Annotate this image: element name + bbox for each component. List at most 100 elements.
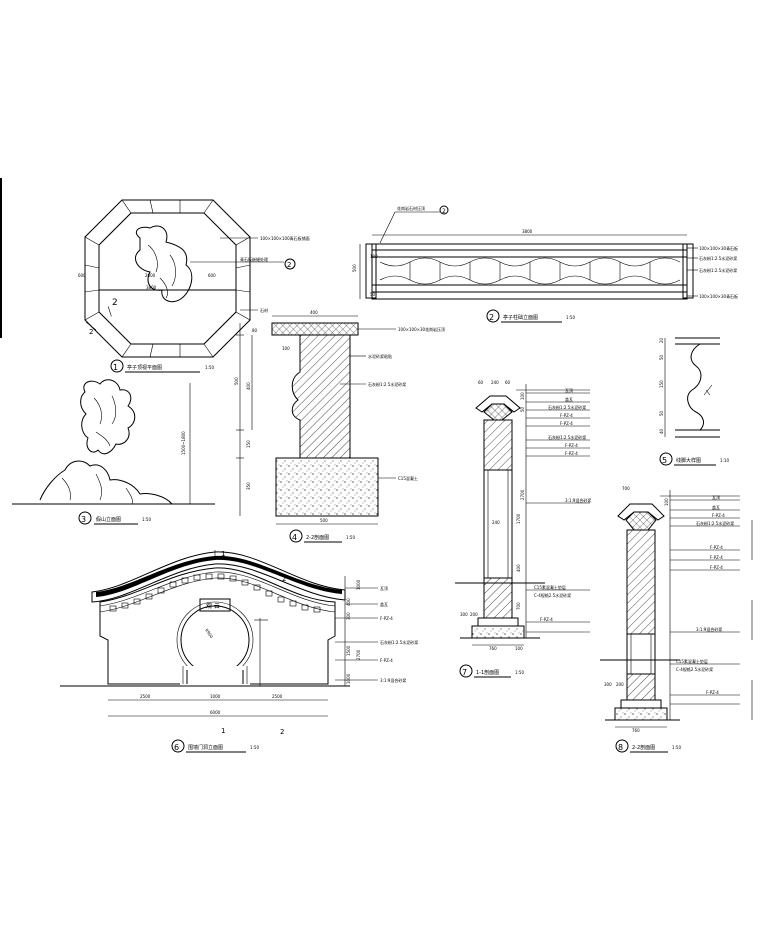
v7-d-w2: 240 (491, 380, 499, 385)
v7-n6: 石灰粉1:2.5水泥砂浆 (548, 434, 586, 440)
v3-number: 3 (81, 515, 86, 524)
v2-n4: 100×100×30青石板 (699, 293, 738, 299)
v2-scale: 1:50 (566, 315, 575, 320)
v7-d-base2: 200 (470, 612, 478, 617)
v7-n8: F-PZ-4 (565, 451, 578, 456)
v6-d-r1: 1000 (356, 579, 361, 590)
v7-title: 1-1剖面图 (476, 669, 499, 676)
v8-n1: 瓦顶 (712, 495, 720, 500)
v6-n6: 3:1:9混合砂浆 (380, 677, 406, 683)
sheet-border-mark (0, 178, 2, 338)
v1-note-b: 青石板嵌缝处理 (240, 256, 268, 262)
v7-n5: F-PZ-4 (560, 421, 573, 426)
v8-d-top: 100 (664, 498, 669, 506)
v7-number: 7 (462, 668, 467, 677)
v6-number: 6 (174, 743, 179, 752)
view-4-section: 500 400 150 350 80 100 400 500 100×100×3… (234, 310, 445, 543)
v7-n7: F-PZ-4 (565, 443, 578, 448)
v5-d4: 50 (659, 410, 664, 416)
v5-title: 线脚大样图 (676, 457, 701, 464)
v8-title: 2-2剖面图 (632, 744, 655, 751)
v7-d-w1: 60 (478, 380, 484, 385)
v4-number: 4 (292, 533, 297, 542)
v1-note-c: 石材 (260, 307, 268, 313)
v8-n5: F-PZ-4 (710, 545, 723, 550)
v6-sign: 观 云 (206, 603, 220, 610)
v6-arch-d: R900 (204, 628, 214, 640)
v7-d-base3: 760 (489, 646, 497, 651)
v4-dim-e: 350 (246, 482, 251, 490)
v6-d-r4: 1500 (346, 645, 351, 656)
v4-n2: 水泥砂浆粘贴 (368, 353, 392, 359)
v6-scale: 1:50 (250, 745, 259, 750)
v3-dim-h: 1500~1800 (181, 431, 186, 455)
v2-dim-h3: 50 (370, 292, 376, 297)
v8-n9: C-4规格2.5水泥砂浆 (676, 666, 713, 672)
v6-d-right: 2500 (272, 694, 283, 699)
v8-d-base2: 200 (616, 682, 624, 687)
v6-n3: F-PZ-4 (380, 616, 393, 621)
v5-d3: 150 (659, 380, 664, 388)
v1-title: 亭子顶视平面图 (127, 364, 162, 371)
v2-n1: 100×100×30青石板 (699, 245, 738, 251)
view-5-detail: 20 50 150 50 40 5 线脚大样图 1:10 (659, 337, 729, 466)
v1-dim-left: 600 (78, 273, 86, 278)
view-2-elevation: 3800 500 100 50 花岗岩石材压顶 2 100×100×30青石板 … (352, 205, 738, 323)
view-7-section: 60 240 60 100 50 2700 1700 400 700 240 3… (455, 380, 591, 678)
v1-scale: 1:50 (205, 365, 214, 370)
v8-n3: F-PZ-4 (712, 513, 725, 518)
v1-dim-total: 3800 (146, 285, 157, 290)
v6-d-r5: 2700 (356, 649, 361, 660)
v7-n11: 3:1:9混合砂浆 (565, 497, 591, 503)
v2-n2: 石灰粉1:2.5水泥砂浆 (699, 255, 737, 261)
v4-n3: 石灰粉1:2.5水泥砂浆 (368, 381, 406, 387)
v1-dim-right: 600 (208, 273, 216, 278)
v5-d1: 20 (659, 337, 664, 343)
v6-d-total: 6000 (210, 710, 221, 715)
v6-d-r6: 1000 (346, 673, 351, 684)
v1-dim-mid: 2600 (145, 273, 156, 278)
v7-d-e: 700 (516, 602, 521, 610)
v7-d-b: 2700 (520, 489, 525, 500)
v4-dim-top: 400 (310, 310, 318, 315)
v7-n9: C15素混凝土垫层 (534, 584, 566, 590)
v7-d-top: 100 (520, 392, 525, 400)
v1-callout: 2 (287, 261, 291, 269)
v1-note-a: 100×100×100青石板铺面 (260, 235, 310, 241)
v8-n11: F-PZ-4 (706, 690, 719, 695)
v2-note-top: 花岗岩石材压顶 (397, 205, 425, 211)
v6-n5: F-PZ-4 (380, 658, 393, 663)
v7-n3: 石灰粉1:2.5水泥砂浆 (548, 404, 586, 410)
view-8-section: 700 100 300 200 760 瓦顶 盖瓦 F-PZ-4 石灰粉1:2.… (600, 486, 740, 753)
v4-dim-f: 100 (282, 346, 290, 351)
v7-d-base4: 100 (515, 646, 523, 651)
v6-sec2-top: 2 (282, 575, 286, 583)
v2-title: 亭子柱础立面图 (503, 314, 538, 321)
v1-number: 1 (113, 363, 118, 372)
view-6-gate: 观 云 R900 1 1 2 2 2500 1000 2500 6000 100… (60, 550, 418, 753)
view-1-plan: 2 ╱ 2 600 2600 600 3800 100×100×100青石板铺面… (78, 199, 310, 373)
v6-n2: 盖瓦 (380, 601, 388, 607)
v6-d-r2: 400 (346, 598, 351, 606)
v5-d2: 50 (659, 354, 664, 360)
v4-dim-w: 500 (320, 518, 328, 523)
v8-d-base3: 760 (632, 728, 640, 733)
v4-n1: 100×100×30花岗岩压顶 (398, 326, 445, 332)
v4-n4: C15混凝土 (398, 475, 418, 481)
v1-number-circle (110, 359, 124, 373)
v8-n8: C15素混凝土垫层 (676, 658, 708, 664)
v7-scale: 1:50 (515, 670, 524, 675)
svg-text:2: 2 (112, 298, 118, 308)
v8-d-base1: 300 (604, 682, 612, 687)
v6-n1: 瓦顶 (380, 586, 388, 591)
v7-n2: 盖瓦 (565, 396, 573, 402)
v8-n2: 盖瓦 (712, 504, 720, 510)
v8-scale: 1:50 (672, 745, 681, 750)
v6-d-r3: 300 (346, 612, 351, 620)
v6-sec1-bot: 1 (221, 727, 225, 735)
v2-dim-h1: 100 (370, 254, 378, 259)
v7-d-c: 1700 (516, 513, 521, 524)
v4-dim-c: 400 (246, 382, 251, 390)
v8-n7: 3:1:9混合砂浆 (696, 626, 722, 632)
v2-number: 2 (489, 313, 494, 322)
